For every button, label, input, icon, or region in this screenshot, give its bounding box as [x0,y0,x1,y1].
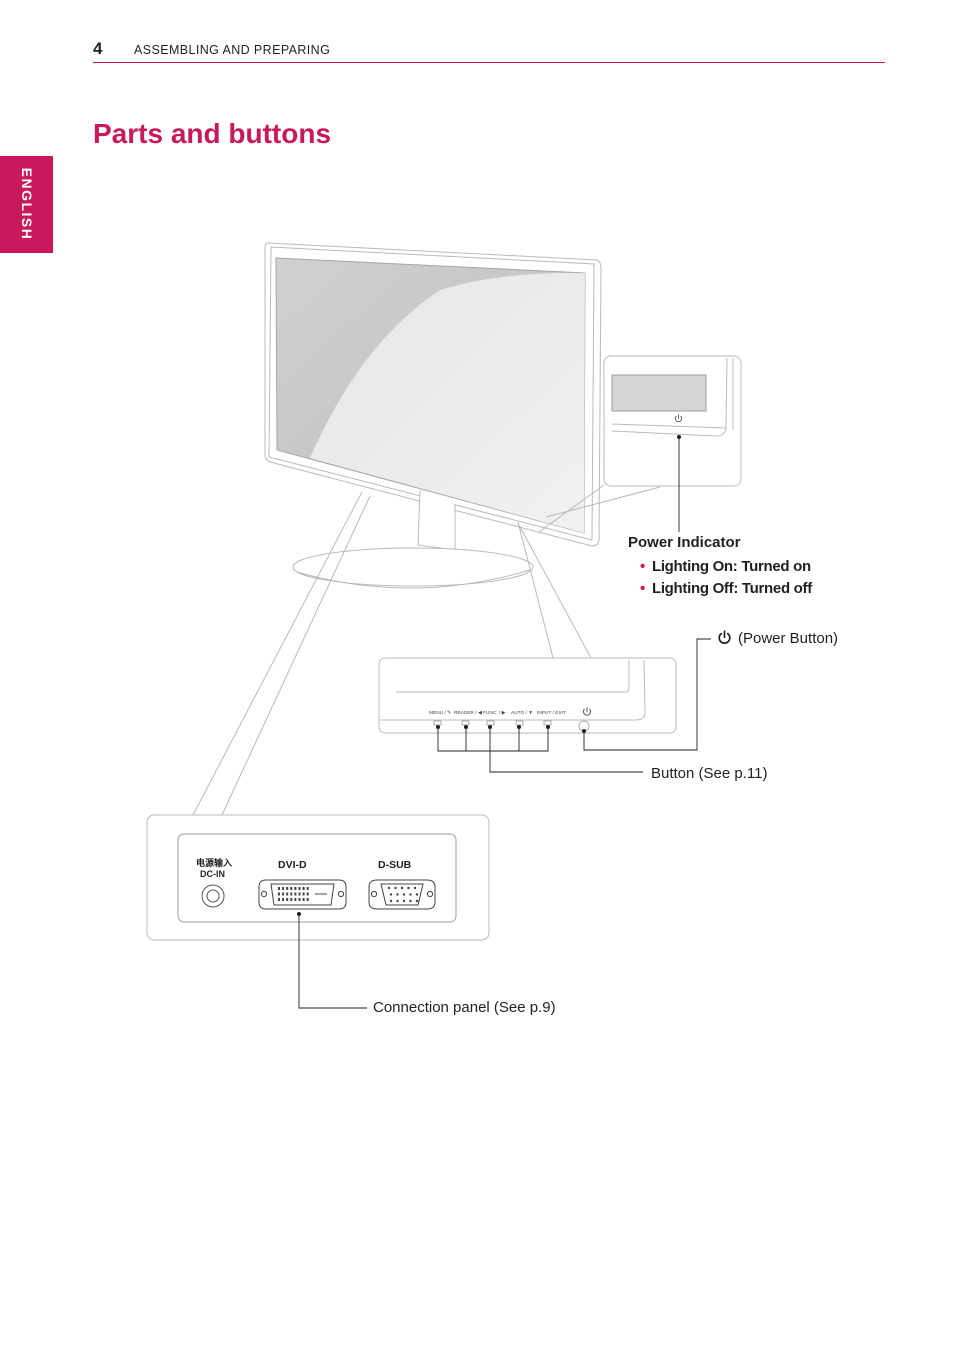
dvi-pin [306,892,309,896]
power-icon [718,630,731,644]
d-sub-pin [389,899,393,903]
dvi-pin [302,887,305,890]
power-button-callout-line [583,638,711,751]
front-button-reader-label: READER / ◀ [454,710,482,716]
dvi-pin [302,892,305,896]
dvi-pin [294,892,297,896]
power-button-callout: (Power Button) [717,630,838,647]
power-indicator-item: • Lighting On: Turned on [640,556,812,578]
d-sub-pin [413,886,417,890]
button-callout-lines [437,727,643,773]
front-panel-illustration [378,521,677,734]
dvi-pin [286,898,289,901]
d-sub-pin [415,893,419,896]
power-indicator-led [677,435,681,439]
dc-in-label: DC-IN [200,869,225,879]
buttons-callout-label: Button (See p.11) [651,765,768,782]
front-button-input-label: INPUT / EXIT [537,710,566,716]
power-indicator-inset-icon [674,414,683,423]
front-button-menu-label: MENU / ✎ [429,710,451,716]
dvi-pin [290,887,293,890]
bullet: • [640,580,645,597]
power-indicator-inset [538,355,742,533]
page-number: 4 [93,39,103,58]
d-sub-pin [389,893,393,896]
connection-panel-callout-dot [297,912,301,916]
dvi-pin [306,887,309,890]
dvi-d-port [258,879,347,910]
dvi-pin [294,898,297,901]
connection-panel-callout-label: Connection panel (See p.9) [373,999,556,1016]
dvi-pin [298,887,301,890]
dvi-pin [298,892,301,896]
dvi-pin [302,898,305,901]
d-sub-pin [396,899,399,903]
dc-in-label-cn: 电源输入 [196,857,232,868]
d-sub-pin [409,893,412,896]
d-sub-pin [415,899,419,903]
bullet: • [640,558,645,575]
page-title: Parts and buttons [93,118,332,149]
d-sub-pin [396,893,399,896]
power-indicator-item: • Lighting Off: Turned off [640,578,812,600]
dvi-pin [278,892,280,896]
d-sub-pin [394,886,397,890]
dvi-d-label: DVI-D [278,859,307,871]
dvi-pin [294,887,297,890]
monitor-illustration [264,242,602,589]
section-title: ASSEMBLING AND PREPARING [134,43,331,57]
dvi-pin [298,898,301,901]
d-sub-pin [409,899,412,903]
dc-in-port [201,884,225,908]
power-indicator-title: Power Indicator [628,534,741,551]
front-button-func-label: FUNC. / ▶ [483,710,506,716]
front-panel-power-icon [582,707,592,716]
power-indicator-item-text: Lighting On: Turned on [651,558,811,575]
connection-panel-callout-line [298,914,367,1009]
dvi-pin [278,898,280,901]
dvi-pin [286,892,289,896]
d-sub-port [368,879,436,910]
front-panel-button-nubs [433,720,552,726]
power-indicator-list: • Lighting On: Turned on • Lighting Off: T… [640,556,812,600]
d-sub-pin [402,899,406,903]
dvi-pin [286,887,289,890]
dvi-pin [306,898,309,901]
front-button-auto-label: AUTO / ▼ [511,710,533,716]
d-sub-pin [402,893,406,896]
dvi-pin [290,898,293,901]
d-sub-pins [387,886,419,903]
dvi-pin [282,892,285,896]
d-sub-pin [387,886,391,890]
header-rule [93,62,885,63]
dvi-pin [290,892,293,896]
dvi-d-pins [278,887,309,901]
d-sub-label: D-SUB [378,859,412,871]
dvi-pin [282,887,285,890]
d-sub-pin [400,886,404,890]
power-indicator-item-text: Lighting Off: Turned off [651,580,812,597]
language-tab [0,156,53,253]
dvi-pin [282,898,285,901]
d-sub-pin [407,886,410,890]
dvi-pin [278,887,280,890]
power-button-label: (Power Button) [738,630,839,647]
